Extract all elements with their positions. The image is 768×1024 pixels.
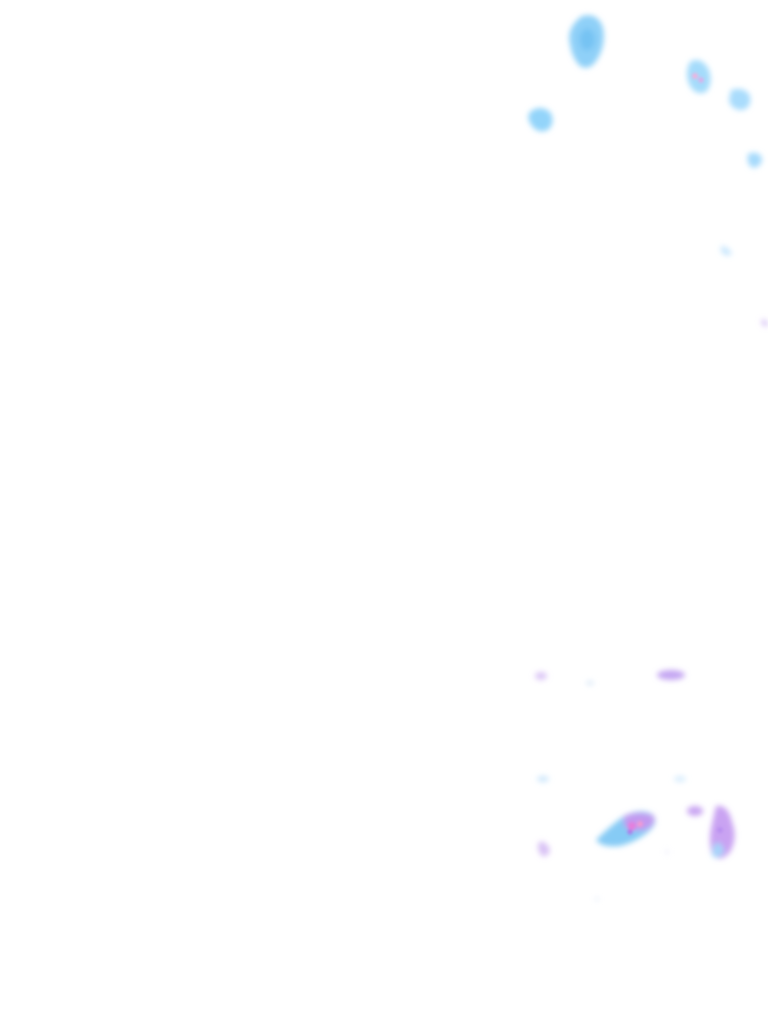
precip-core — [637, 821, 643, 827]
precip-cell — [761, 319, 768, 327]
precip-core — [717, 827, 723, 833]
precip-cell — [674, 776, 686, 782]
precip-cell — [579, 28, 596, 51]
precip-cluster-northeast — [528, 15, 768, 327]
precip-cell — [595, 897, 599, 901]
precip-cell — [687, 806, 703, 816]
precip-cell — [712, 843, 724, 858]
precip-cell — [535, 672, 547, 680]
precip-cluster-southeast — [535, 670, 735, 901]
precip-core — [627, 829, 633, 835]
precip-core — [698, 77, 704, 83]
precip-cell — [687, 60, 711, 94]
precip-core — [628, 822, 636, 830]
precip-cell — [657, 670, 685, 680]
precip-cell — [665, 850, 669, 854]
precip-cell — [586, 681, 594, 685]
precip-cell — [747, 152, 762, 168]
precip-cell — [721, 246, 732, 256]
precip-cell — [729, 88, 751, 110]
precip-cell — [537, 776, 549, 782]
precip-core-southeast — [627, 821, 723, 835]
precip-cell — [528, 108, 553, 132]
precip-core — [692, 73, 698, 79]
precip-core-northeast — [692, 73, 704, 83]
precip-cell — [538, 841, 550, 857]
